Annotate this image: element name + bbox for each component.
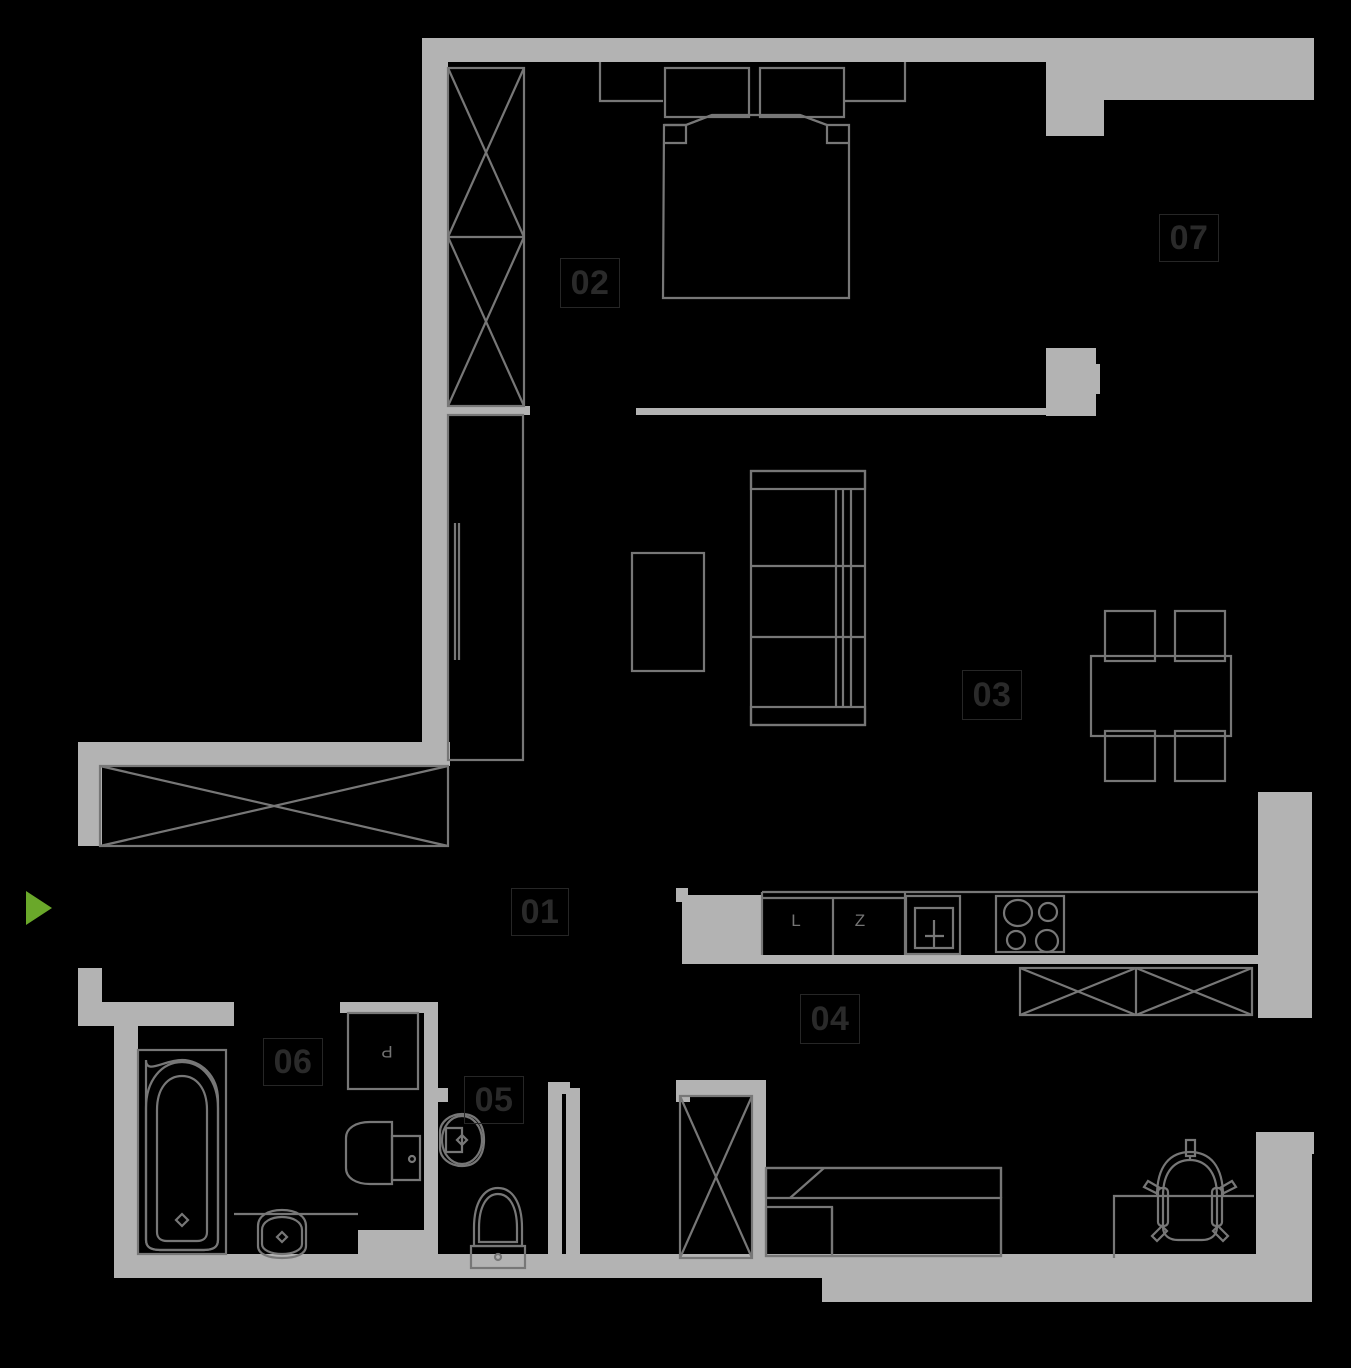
wall-storage-top [676,1080,766,1096]
dining-table [1089,654,1233,738]
wall-bath-left-vertical [114,1002,138,1278]
washbasin-bathroom [234,1208,358,1260]
wall-hall-left-jamb [78,742,102,846]
room-tag-06[interactable]: 06 [263,1038,323,1086]
room-tag-02[interactable]: 02 [560,258,620,308]
wardrobe-bedroom [446,66,526,408]
wall-bottom-right-step [822,1278,1312,1302]
wall-storage-top-nub [676,1080,690,1102]
fridge-label: L [791,910,801,930]
washing-machine-label: P [381,1042,393,1062]
wall-wardrobe-sill [448,406,530,415]
wall-kitchen-block-left [682,895,762,955]
washing-machine [346,1011,420,1091]
wall-kitchen-counter-back [682,955,1312,964]
dishwasher-label: Z [854,910,866,930]
window-living-north [636,408,1050,415]
wall-top-right-notch [1046,118,1070,136]
wall-top-main [422,38,1162,62]
entrance-arrow-icon [26,891,52,925]
dining-chair-1 [1103,609,1157,663]
room-tag-05[interactable]: 05 [464,1076,524,1124]
cooktop [994,894,1066,954]
wall-mid-right-notch [1082,364,1100,394]
wall-left-vertical [422,38,448,760]
wall-layer [78,38,1314,1302]
wardrobe-hall [446,413,525,762]
furniture-layer [98,62,1258,1270]
coffee-table [630,551,706,673]
dining-chair-2 [1173,609,1227,663]
kitchen-closet [1018,966,1254,1017]
wall-wc-jamb-nub [438,1088,448,1102]
wall-right-kitchen [1258,792,1312,1018]
pillow-left [663,66,751,119]
room-tag-07[interactable]: 07 [1159,214,1219,262]
dining-chair-3 [1103,729,1157,783]
washbasin-wc [438,1112,486,1168]
wall-wc-top [340,1002,438,1013]
nightstand-right [845,62,907,103]
wall-wc-left-vertical [424,1120,438,1260]
kitchen-sink [904,894,962,956]
wall-bath-inner-vertical [358,1230,428,1254]
wall-wc-east-cap [548,1082,570,1094]
toilet-wc [469,1186,527,1270]
wall-bottom-right [758,1254,1312,1278]
wall-top-right-extension [1092,38,1314,100]
toilet-bathroom [344,1120,422,1186]
office-chair [1142,1138,1238,1243]
wall-storage-left [566,1088,580,1256]
room-tag-01[interactable]: 01 [511,888,569,936]
sofa [749,469,867,727]
single-bed [764,1166,1003,1258]
bathtub [136,1048,228,1256]
storage-closet [678,1094,754,1260]
nightstand-left [598,62,663,103]
desk [1112,1194,1254,1258]
wall-right-lower-notch [1290,1132,1314,1154]
wall-right-lower [1256,1132,1312,1278]
wall-living-south-jamb [676,888,688,902]
room-tag-03[interactable]: 03 [962,670,1022,720]
room-tag-04[interactable]: 04 [800,994,860,1044]
double-bed [661,113,851,300]
closet-hall [98,764,450,848]
wall-wc-right-vertical [424,1002,438,1120]
wall-hall-top [78,742,450,766]
wall-bath-left-jamb [78,968,102,1026]
wall-right-kitchen-bot-notch [1258,1004,1294,1018]
pillow-right [758,66,846,119]
dining-chair-4 [1173,729,1227,783]
wall-wc-east [548,1088,562,1256]
wall-storage-right [752,1088,766,1256]
wall-right-kitchen-top-notch [1258,792,1294,806]
